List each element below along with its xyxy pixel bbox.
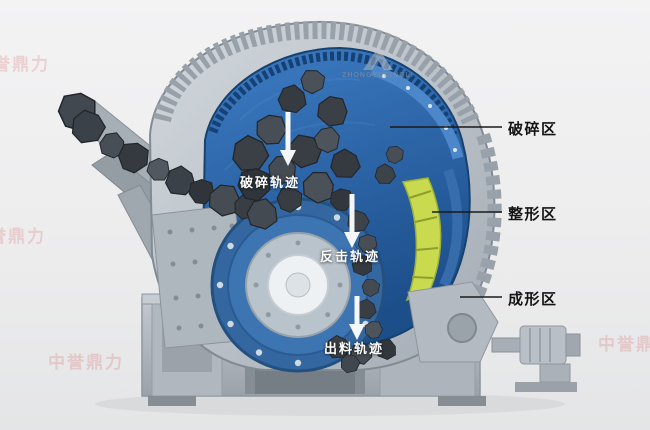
leader-lines bbox=[390, 126, 502, 298]
impact-trajectory-arrow-icon bbox=[344, 194, 360, 248]
drive-motor bbox=[491, 325, 581, 392]
discharge-trajectory-arrow-icon bbox=[349, 296, 365, 340]
rotor bbox=[210, 197, 386, 373]
bearing-bracket bbox=[407, 281, 499, 363]
shaping-liner-green bbox=[401, 177, 442, 302]
crushing-trajectory-arrow-icon bbox=[280, 112, 296, 166]
